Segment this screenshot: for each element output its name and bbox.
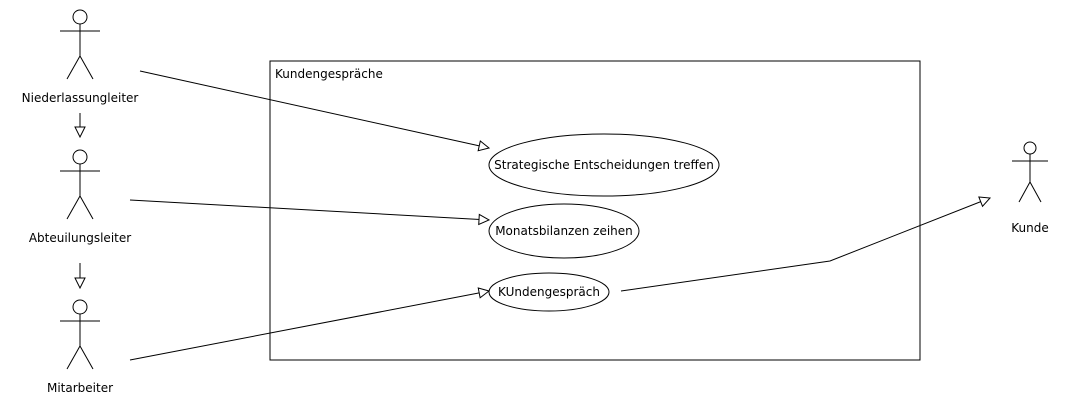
actor-label: Kunde [1011,221,1048,235]
stick-figure-icon [60,299,100,370]
stick-figure-icon [60,9,100,80]
actor-label: Abteuilungsleiter [29,231,131,245]
use-case-kundengespraech[interactable]: KUndengespräch [488,272,610,312]
actor-kunde[interactable]: Kunde [1011,141,1049,235]
system-boundary: Kundengespräche [269,60,921,361]
actor-niederlassungsleiter[interactable]: Niederlassungleiter [22,9,139,105]
association-arrow [139,70,489,148]
system-boundary-box [269,60,921,361]
association-arrow [620,198,990,292]
use-case-ellipse [488,203,640,259]
stick-figure-icon [60,149,100,220]
association-arrow [129,291,489,361]
actor-mitarbeiter[interactable]: Mitarbeiter [47,299,113,395]
use-case-strategische[interactable]: Strategische Entscheidungen treffen [488,133,720,197]
actor-abteilungsleiter[interactable]: Abteuilungsleiter [29,149,131,245]
association-arrow [129,199,489,220]
actor-label: Mitarbeiter [47,381,113,395]
actor-label: Niederlassungleiter [22,91,139,105]
use-case-label: KUndengespräch [498,285,600,299]
system-title: Kundengespräche [275,67,383,81]
use-case-label: Strategische Entscheidungen treffen [494,158,714,172]
use-case-ellipse [488,133,720,197]
use-case-monatsbilanzen[interactable]: Monatsbilanzen zeihen [488,203,640,259]
use-case-label: Monatsbilanzen zeihen [495,224,633,238]
stick-figure-icon [1012,141,1048,203]
